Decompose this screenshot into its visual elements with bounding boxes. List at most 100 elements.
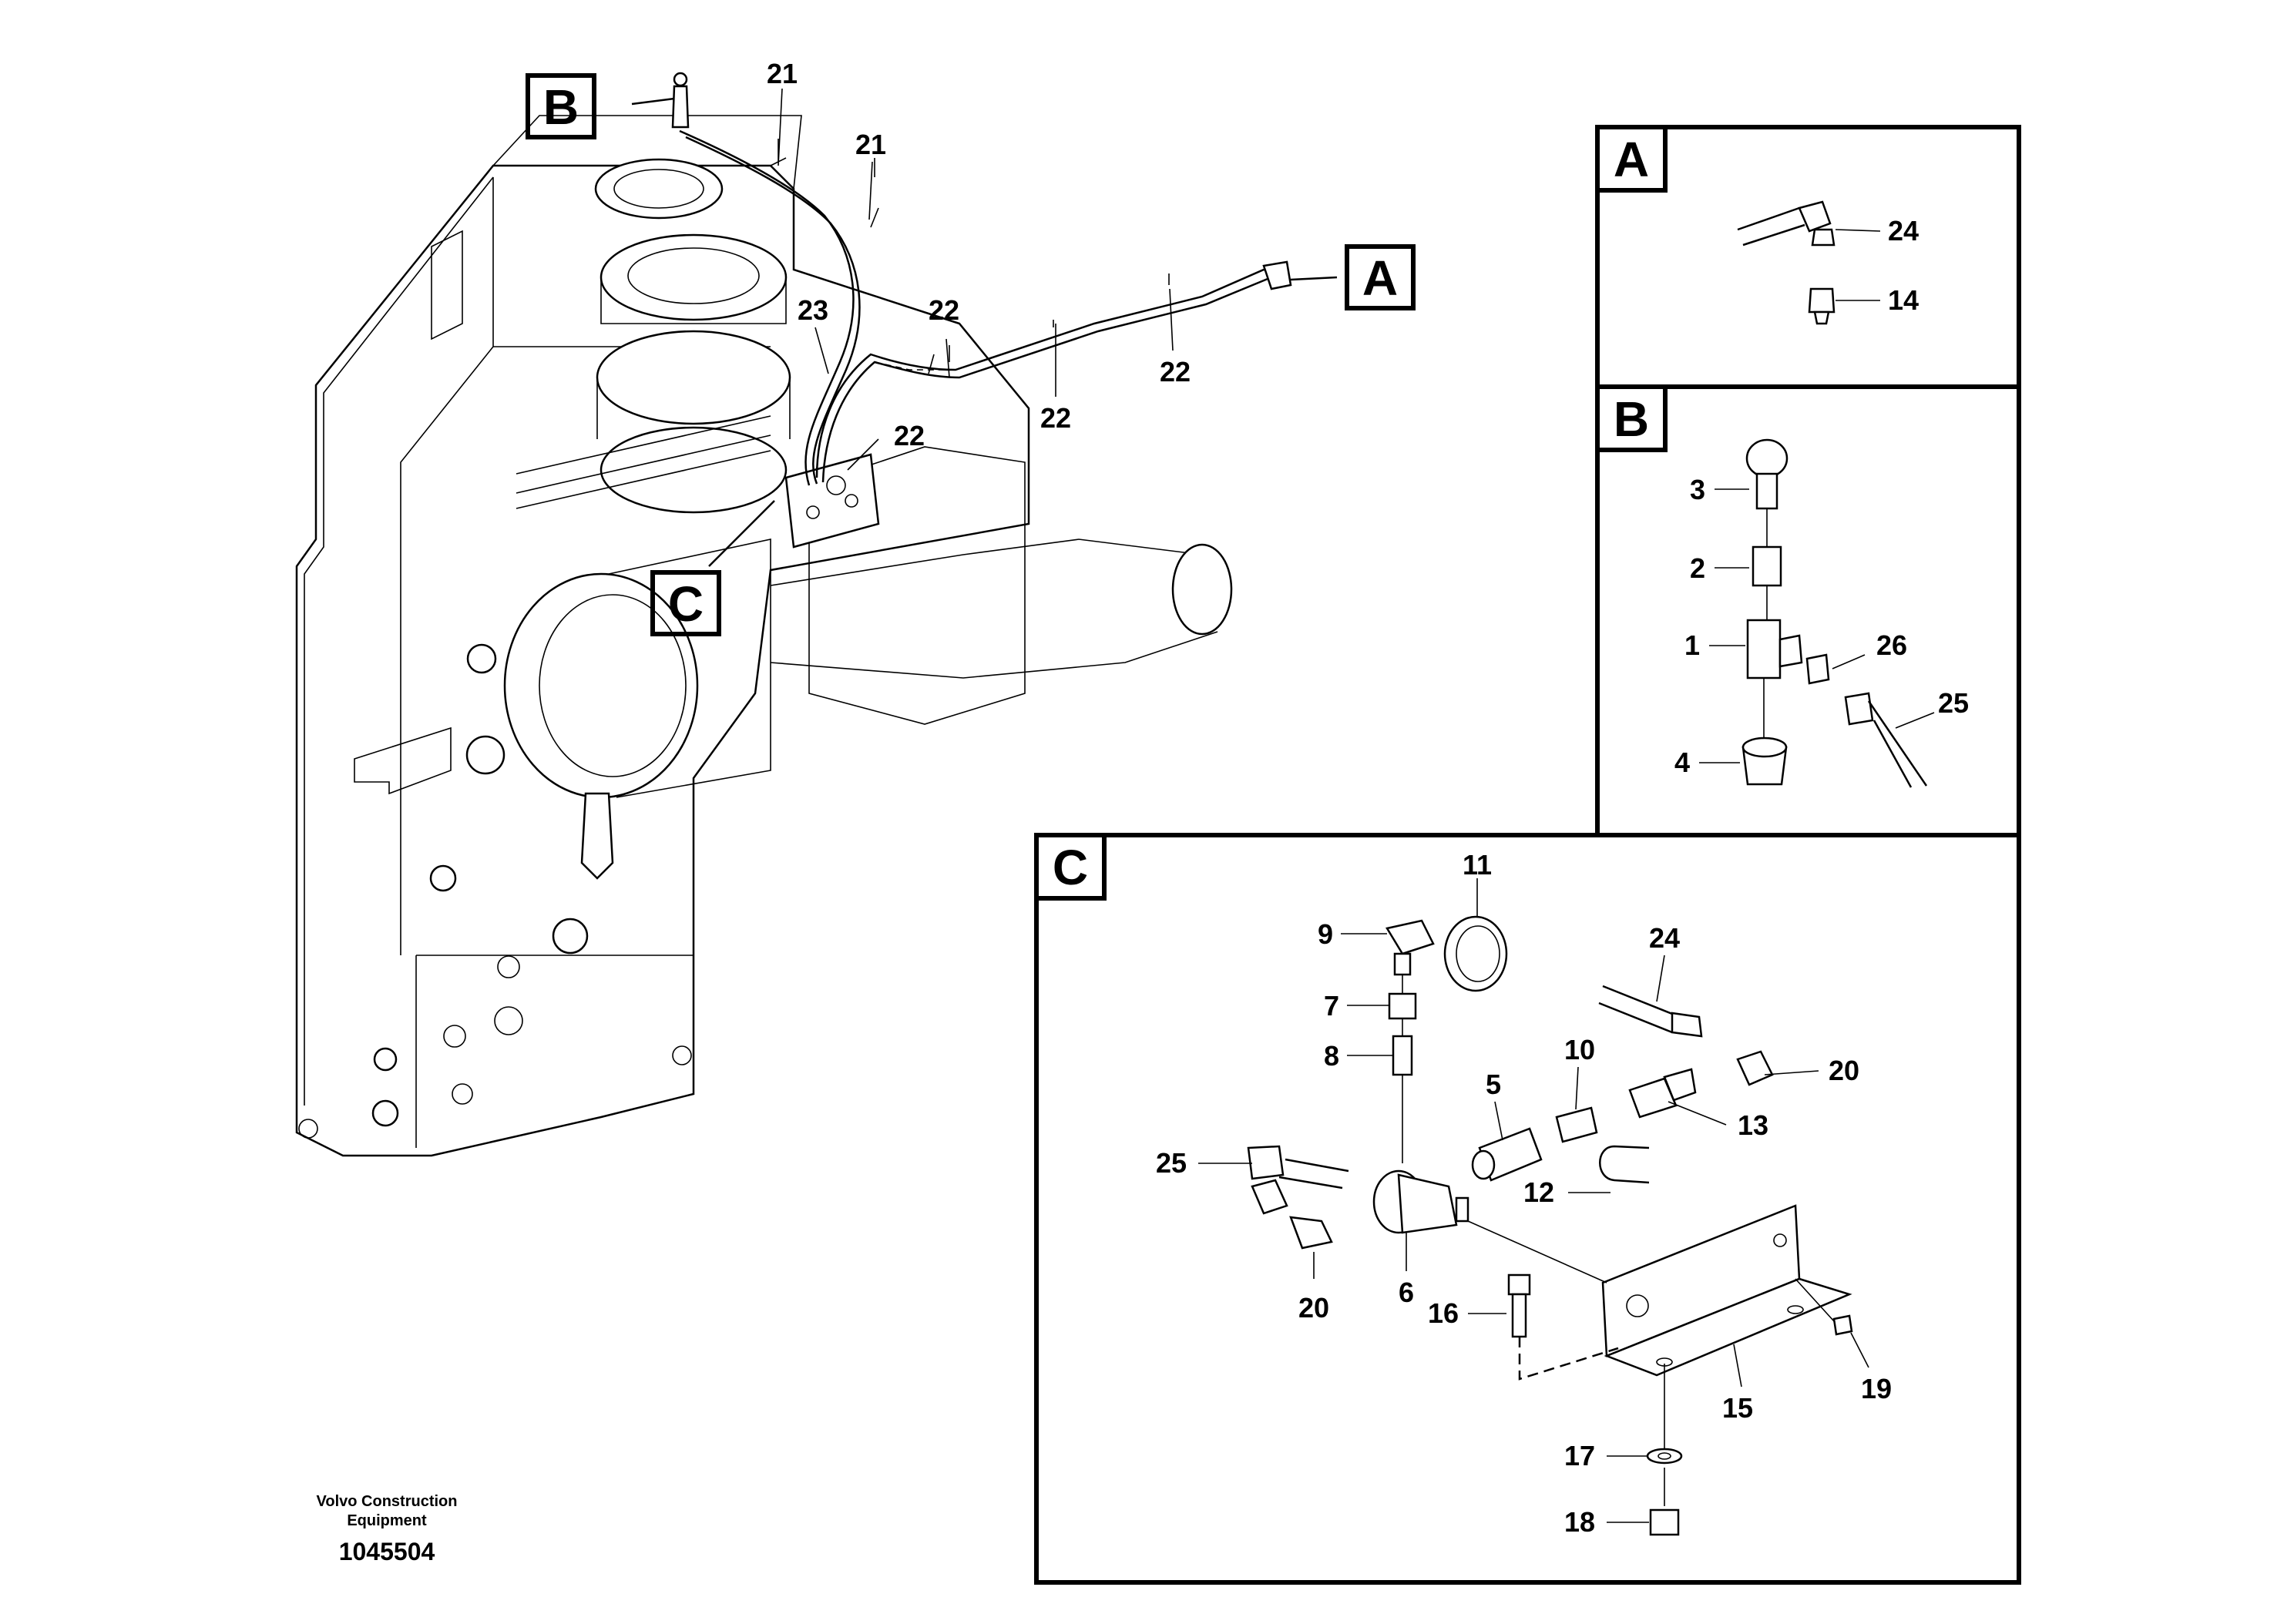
detail-c-indicator-6-tip xyxy=(1455,1196,1469,1223)
detail-c-bolt-16-path xyxy=(1518,1337,1619,1381)
callout-c-label: C xyxy=(668,576,704,632)
detail-c-bolt-16-head xyxy=(1507,1273,1531,1296)
filter-canister-body xyxy=(608,539,771,798)
port-hole-10 xyxy=(371,1099,399,1127)
callout-box-c xyxy=(650,570,721,636)
callout-b-label: B xyxy=(543,79,579,135)
detail-c-adapter-7 xyxy=(1388,992,1417,1020)
detail-c-label-16: 16 xyxy=(1428,1297,1459,1329)
leader-21a xyxy=(778,88,783,166)
detail-b-label-25: 25 xyxy=(1938,687,1969,719)
detail-c-nipple-8 xyxy=(1392,1035,1413,1076)
housing-outline xyxy=(295,164,1030,1157)
detail-a-sensor-14 xyxy=(1808,287,1836,314)
detail-b-centerline xyxy=(1763,508,1768,738)
leader-b xyxy=(631,97,675,106)
detail-c-gauge-11-dial xyxy=(1456,925,1500,982)
precleaner-bottom xyxy=(600,426,788,514)
detail-b-hose-25 xyxy=(1867,700,1928,788)
filter-disc-mesh xyxy=(627,247,760,304)
detail-a-title-box xyxy=(1595,125,1668,193)
outlet-pipe-top xyxy=(770,539,1203,586)
detail-c-label-9: 9 xyxy=(1318,918,1333,950)
callout-box-a xyxy=(1345,244,1416,310)
detail-b-label-3: 3 xyxy=(1690,474,1705,505)
hose-to-a-outer xyxy=(821,277,1280,483)
callout-box-b xyxy=(526,73,596,139)
detail-b-tee-1-branch xyxy=(1778,634,1803,668)
filter-base xyxy=(600,277,787,324)
indicator-fitting xyxy=(826,475,846,495)
filter-canister-rim xyxy=(539,594,687,777)
detail-c-label-20-lower: 20 xyxy=(1298,1292,1329,1324)
footer-drawing-number: 1045504 xyxy=(339,1538,435,1565)
indicator-plate xyxy=(784,453,880,549)
indicator-plate-bolt-2 xyxy=(845,494,858,508)
detail-c-gauge-11 xyxy=(1443,915,1508,992)
detail-b-nipple-3 xyxy=(1755,472,1778,510)
hose-to-a xyxy=(815,268,1280,478)
leader-21b xyxy=(868,161,873,220)
side-handle xyxy=(431,230,463,341)
detail-a-label-14: 14 xyxy=(1888,284,1919,316)
detail-c-hose-25-end xyxy=(1247,1145,1285,1180)
detail-c-label-5: 5 xyxy=(1486,1069,1501,1100)
outlet-pipe-bottom xyxy=(770,631,1218,679)
detail-c-label-7: 7 xyxy=(1324,990,1339,1022)
detail-c-bracket-15-hole-1 xyxy=(1626,1294,1649,1317)
top-port xyxy=(594,158,724,220)
detail-c-nut-19 xyxy=(1832,1314,1853,1336)
label-22-b: 22 xyxy=(894,420,925,451)
detail-c-label-12: 12 xyxy=(1523,1176,1554,1208)
detail-c-label-19: 19 xyxy=(1861,1373,1892,1404)
leader-22a xyxy=(945,338,950,378)
port-hole-6 xyxy=(494,1006,523,1035)
detail-a-hose xyxy=(1737,206,1805,247)
callout-a-label: A xyxy=(1362,250,1398,306)
leader-23 xyxy=(814,327,829,374)
detail-b-frame xyxy=(1595,384,2021,837)
detail-a-frame xyxy=(1595,125,2021,389)
mounting-bracket xyxy=(808,446,1026,725)
port-hole-3 xyxy=(429,864,457,892)
detail-b-label-4: 4 xyxy=(1674,747,1690,778)
detail-a-sensor-14-tip xyxy=(1813,310,1830,325)
detail-c-leader-5 xyxy=(1494,1101,1503,1141)
detail-c-washer-17 xyxy=(1646,1448,1683,1465)
detail-c-panel: C xyxy=(1034,833,2021,1585)
detail-c-label-8: 8 xyxy=(1324,1040,1339,1072)
label-21-a: 21 xyxy=(767,58,798,89)
detail-c-elbow-20-upper xyxy=(1736,1050,1774,1086)
housing-top xyxy=(492,115,802,190)
indicator-plate-bolt-1 xyxy=(806,505,820,519)
port-hole-7 xyxy=(443,1025,466,1048)
detail-b-nipple-26 xyxy=(1805,653,1830,685)
detail-c-hose-25 xyxy=(1278,1158,1349,1189)
detail-c-indicator-6-body xyxy=(1397,1173,1458,1234)
detail-c-elbow-9-stem xyxy=(1393,952,1412,976)
drain-valve xyxy=(580,792,614,880)
detail-c-title-box xyxy=(1034,833,1107,901)
detail-c-leader-19 xyxy=(1850,1332,1869,1368)
detail-c-frame xyxy=(1034,833,2021,1585)
footer-brand-line-1: Volvo Construction xyxy=(317,1493,458,1510)
detail-c-fitting-10 xyxy=(1555,1106,1598,1143)
leader-a xyxy=(1290,276,1338,281)
top-port-inner xyxy=(613,169,704,209)
detail-a-elbow-24 xyxy=(1798,200,1832,233)
detail-c-label-10: 10 xyxy=(1564,1034,1595,1065)
detail-c-washer-17-hole xyxy=(1658,1452,1671,1460)
main-assembly xyxy=(295,72,1338,1157)
outlet-pipe-end xyxy=(1171,543,1233,636)
port-hole-4 xyxy=(552,918,589,955)
detail-b-hose-end-25 xyxy=(1844,692,1874,726)
detail-c-title: C xyxy=(1053,840,1088,895)
detail-c-label-18: 18 xyxy=(1564,1506,1595,1538)
detail-b-cap-3 xyxy=(1745,438,1789,478)
a-fitting xyxy=(1262,260,1292,290)
detail-b-panel: B 3 2 1 26 25 4 xyxy=(1595,384,2021,837)
detail-a-elbow-24-tip xyxy=(1811,228,1836,247)
port-hole-5 xyxy=(497,955,520,978)
